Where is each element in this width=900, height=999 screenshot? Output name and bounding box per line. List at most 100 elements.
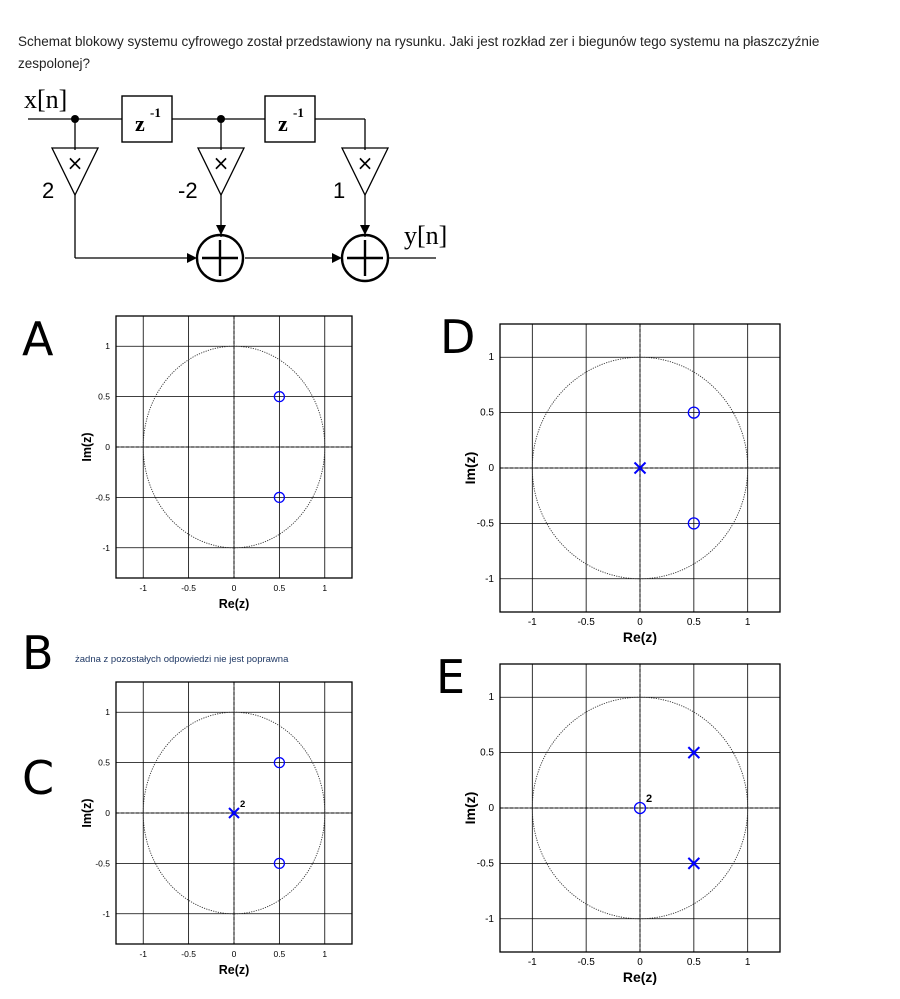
x-tick-label: 1 xyxy=(745,617,751,628)
pole-marker xyxy=(687,746,701,759)
x-tick-label: -1 xyxy=(528,957,537,968)
multiplicity-label: 2 xyxy=(240,799,245,810)
pole-zero-plot-a: -1 -0.5 0 0.5 1 1 0.5 0 -0.5 -1Re(z) Im(z) xyxy=(80,315,353,611)
zero-marker xyxy=(687,517,700,530)
zero-marker xyxy=(273,857,286,870)
arrow-head xyxy=(216,225,226,235)
y-axis-label: Im(z) xyxy=(462,792,478,825)
option-letter-c: C xyxy=(22,751,55,805)
y-axis-label: Im(z) xyxy=(462,452,478,485)
x-tick-label: 0.5 xyxy=(273,949,285,959)
junction-dot xyxy=(217,115,225,123)
zero-marker xyxy=(273,756,286,769)
pole-marker xyxy=(633,461,647,475)
x-tick-label: -0.5 xyxy=(181,949,196,959)
y-tick-label: -1 xyxy=(102,909,110,919)
x-axis-label: Re(z) xyxy=(219,963,250,977)
x-tick-label: -0.5 xyxy=(578,957,596,968)
y-tick-label: 1 xyxy=(105,707,110,717)
plot-frame xyxy=(115,681,353,945)
y-tick-label: -1 xyxy=(485,574,494,585)
x-tick-label: 0.5 xyxy=(273,583,285,593)
y-tick-label: 0.5 xyxy=(480,408,494,419)
option-b-text: żadna z pozostałych odpowiedzi nie jest … xyxy=(75,654,289,665)
y-tick-label: -0.5 xyxy=(95,492,110,502)
pole-zero-plot-d: -1 -0.5 0 0.5 1 1 0.5 0 -0.5 -1Re(z) Im(z) xyxy=(462,323,781,645)
y-tick-label: -1 xyxy=(102,543,110,553)
x-tick-label: -0.5 xyxy=(578,617,596,628)
x-tick-label: 1 xyxy=(322,949,327,959)
unit-circle xyxy=(142,345,326,549)
y-axis-label: Im(z) xyxy=(80,798,94,827)
y-tick-label: 0 xyxy=(105,808,110,818)
x-tick-label: 1 xyxy=(322,583,327,593)
x-tick-label: 0 xyxy=(232,583,237,593)
y-tick-label: 0.5 xyxy=(98,758,110,768)
output-label: y[n] xyxy=(404,221,447,250)
x-axis-label: Re(z) xyxy=(623,969,657,985)
multiplier-triangle-2 xyxy=(196,147,246,197)
plot-frame xyxy=(499,663,781,953)
x-axis-label: Re(z) xyxy=(623,629,657,645)
plot-frame xyxy=(115,315,353,579)
pole-stroke xyxy=(687,857,701,870)
multiplier-symbol-1: × xyxy=(67,151,84,175)
arrow-head xyxy=(187,253,197,263)
pole-stroke xyxy=(687,746,701,759)
delay-label-2: z xyxy=(278,111,288,136)
zero-marker xyxy=(273,491,286,504)
pole-marker xyxy=(687,857,701,870)
unit-circle xyxy=(531,696,749,920)
multiplier-symbol-3: × xyxy=(357,151,374,175)
multiplier-triangle-1 xyxy=(50,147,100,197)
x-tick-label: 0 xyxy=(637,957,643,968)
delay-block-1 xyxy=(121,95,173,143)
option-letter-e: E xyxy=(436,650,466,704)
x-axis-label: Re(z) xyxy=(219,597,250,611)
y-tick-label: 0 xyxy=(488,463,494,474)
y-tick-label: 0 xyxy=(488,803,494,814)
gain-label-3: 1 xyxy=(333,178,345,203)
y-tick-label: -0.5 xyxy=(477,518,495,529)
x-tick-label: 0.5 xyxy=(687,957,701,968)
gain-label-2: -2 xyxy=(178,178,198,203)
y-tick-label: 0.5 xyxy=(98,392,110,402)
pole-stroke xyxy=(633,461,647,475)
unit-circle xyxy=(142,711,326,915)
zero-marker xyxy=(633,801,647,815)
zero-marker xyxy=(273,390,286,403)
delay-exp-2: -1 xyxy=(293,105,304,120)
multiplier-symbol-2: × xyxy=(213,151,230,175)
y-tick-label: 1 xyxy=(105,341,110,351)
pole-marker xyxy=(228,807,240,819)
arrow-head xyxy=(332,253,342,263)
unit-circle xyxy=(531,356,749,580)
arrow-head xyxy=(360,225,370,235)
delay-block-2 xyxy=(264,95,316,143)
pole-stroke xyxy=(228,807,240,819)
y-tick-label: -1 xyxy=(485,914,494,925)
gain-label-1: 2 xyxy=(42,178,54,203)
x-tick-label: -0.5 xyxy=(181,583,196,593)
y-tick-label: 0.5 xyxy=(480,748,494,759)
x-tick-label: 0 xyxy=(637,617,643,628)
zero-marker xyxy=(687,406,700,419)
x-tick-label: 0 xyxy=(232,949,237,959)
x-tick-label: 1 xyxy=(745,957,751,968)
plot-frame xyxy=(499,323,781,613)
x-tick-label: -1 xyxy=(139,583,147,593)
multiplier-triangle-3 xyxy=(340,147,390,197)
y-axis-label: Im(z) xyxy=(80,432,94,461)
y-tick-label: -0.5 xyxy=(477,858,495,869)
y-tick-label: 1 xyxy=(488,352,494,363)
option-letter-d: D xyxy=(440,310,476,364)
x-tick-label: 0.5 xyxy=(687,617,701,628)
delay-label-1: z xyxy=(135,111,145,136)
question-text: Schemat blokowy systemu cyfrowego został… xyxy=(18,34,820,71)
input-label: x[n] xyxy=(24,85,67,114)
junction-dot xyxy=(71,115,79,123)
x-tick-label: -1 xyxy=(528,617,537,628)
y-tick-label: 0 xyxy=(105,442,110,452)
